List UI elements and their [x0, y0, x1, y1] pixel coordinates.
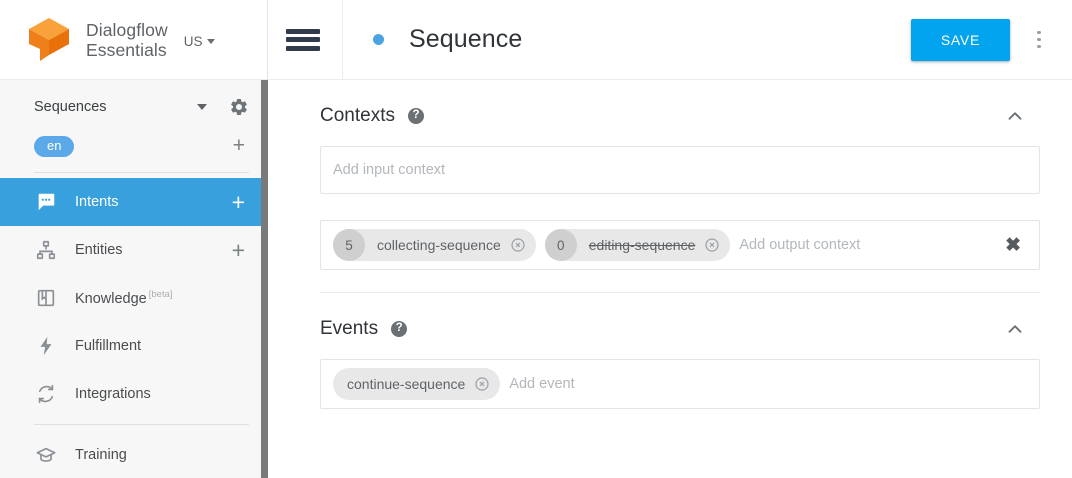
add-language-icon[interactable]: +	[232, 134, 245, 157]
section-divider	[320, 292, 1040, 293]
event-chip[interactable]: continue-sequence	[333, 368, 501, 400]
sidebar-item-label: Entities	[75, 242, 123, 258]
sidebar-item-label: Integrations	[75, 386, 151, 402]
circle-x-icon[interactable]	[474, 376, 490, 392]
hierarchy-icon	[34, 238, 58, 262]
lifespan-badge: 5	[333, 229, 365, 261]
sidebar-item-integrations[interactable]: Integrations	[0, 370, 267, 418]
chip-label: continue-sequence	[347, 376, 466, 392]
sidebar-item-intents[interactable]: Intents +	[0, 178, 267, 226]
divider	[34, 424, 249, 425]
sidebar-item-label: Fulfillment	[75, 338, 142, 354]
sidebar-item-knowledge[interactable]: Knowledge[beta]	[0, 274, 267, 322]
chevron-up-icon[interactable]	[1004, 318, 1026, 340]
output-context-chip[interactable]: 0 editing-sequence	[544, 229, 731, 261]
section-title: Contexts	[320, 105, 395, 126]
sidebar-item-training[interactable]: Training	[0, 431, 267, 478]
save-button[interactable]: SAVE	[910, 18, 1010, 61]
events-field[interactable]: continue-sequence Add event	[320, 359, 1040, 409]
sidebar-item-fulfillment[interactable]: Fulfillment	[0, 322, 267, 370]
intent-editor-content: Contexts ? Add input context 5 collectin…	[268, 80, 1072, 409]
input-context-placeholder: Add input context	[333, 162, 446, 178]
chevron-down-icon	[206, 39, 215, 44]
close-x-icon[interactable]: ✖	[1005, 234, 1021, 256]
add-intent-icon[interactable]: +	[231, 189, 245, 215]
top-bar-actions: SAVE	[910, 18, 1072, 61]
output-context-placeholder: Add output context	[739, 237, 861, 253]
contexts-header[interactable]: Contexts ?	[320, 80, 1040, 140]
output-context-field[interactable]: 5 collecting-sequence 0 editing-sequence	[320, 220, 1040, 270]
input-context-field[interactable]: Add input context	[320, 146, 1040, 194]
lightning-bolt-icon	[34, 334, 58, 358]
top-bar: Sequence SAVE	[268, 0, 1072, 80]
graduation-cap-icon	[34, 443, 58, 467]
lifespan-badge: 0	[544, 229, 577, 261]
help-circle-icon[interactable]: ?	[407, 108, 424, 124]
region-label: US	[183, 34, 203, 49]
agent-name: Sequences	[34, 99, 107, 115]
gear-icon[interactable]	[229, 97, 249, 117]
sidebar-nav: Intents + Entities +	[0, 178, 267, 478]
circle-x-icon[interactable]	[510, 237, 526, 253]
events-header[interactable]: Events ?	[320, 293, 1040, 353]
sidebar-item-label: Knowledge[beta]	[75, 289, 173, 307]
sidebar-item-entities[interactable]: Entities +	[0, 226, 267, 274]
events-section: Events ? continue-sequence	[268, 293, 1072, 409]
speech-bubble-icon	[34, 190, 58, 214]
hamburger-menu-icon[interactable]	[286, 27, 320, 53]
brand-name: Dialogflow Essentials	[86, 20, 168, 60]
status-dot	[373, 34, 384, 45]
section-title: Events	[320, 318, 379, 339]
add-entity-icon[interactable]: +	[231, 237, 245, 263]
language-chip-en[interactable]: en	[34, 135, 75, 157]
chip-label: collecting-sequence	[377, 237, 501, 253]
page-title: Sequence	[409, 25, 523, 53]
chevron-down-icon[interactable]	[197, 104, 207, 110]
events-placeholder: Add event	[509, 376, 575, 392]
divider	[342, 0, 343, 80]
sidebar-scrollbar[interactable]	[261, 80, 268, 478]
beta-badge: [beta]	[148, 289, 173, 301]
output-context-chip[interactable]: 5 collecting-sequence	[333, 229, 536, 261]
book-icon	[34, 286, 58, 310]
kebab-menu-icon[interactable]	[1024, 23, 1054, 57]
divider	[34, 172, 249, 173]
region-selector[interactable]: US	[184, 30, 215, 49]
sidebar-item-label: Training	[75, 447, 127, 463]
brand-name-line1: Dialogflow	[86, 19, 168, 40]
agent-selector-row[interactable]: Sequences	[0, 88, 267, 126]
contexts-section: Contexts ? Add input context 5 collectin…	[268, 80, 1072, 270]
brand-name-line2: Essentials	[86, 39, 167, 60]
circle-x-icon[interactable]	[704, 237, 720, 253]
dialogflow-cube-logo	[26, 15, 72, 65]
main-panel: Sequence SAVE Contexts ?	[268, 0, 1072, 478]
sidebar: Dialogflow Essentials US Sequences en +	[0, 0, 268, 478]
sidebar-item-label: Intents	[75, 194, 119, 210]
sync-arrows-icon	[34, 382, 58, 406]
chevron-up-icon[interactable]	[1004, 105, 1026, 127]
chip-label: editing-sequence	[588, 237, 696, 253]
help-circle-icon[interactable]: ?	[391, 321, 408, 337]
language-row: en +	[0, 126, 267, 166]
brand-header[interactable]: Dialogflow Essentials US	[0, 0, 267, 80]
